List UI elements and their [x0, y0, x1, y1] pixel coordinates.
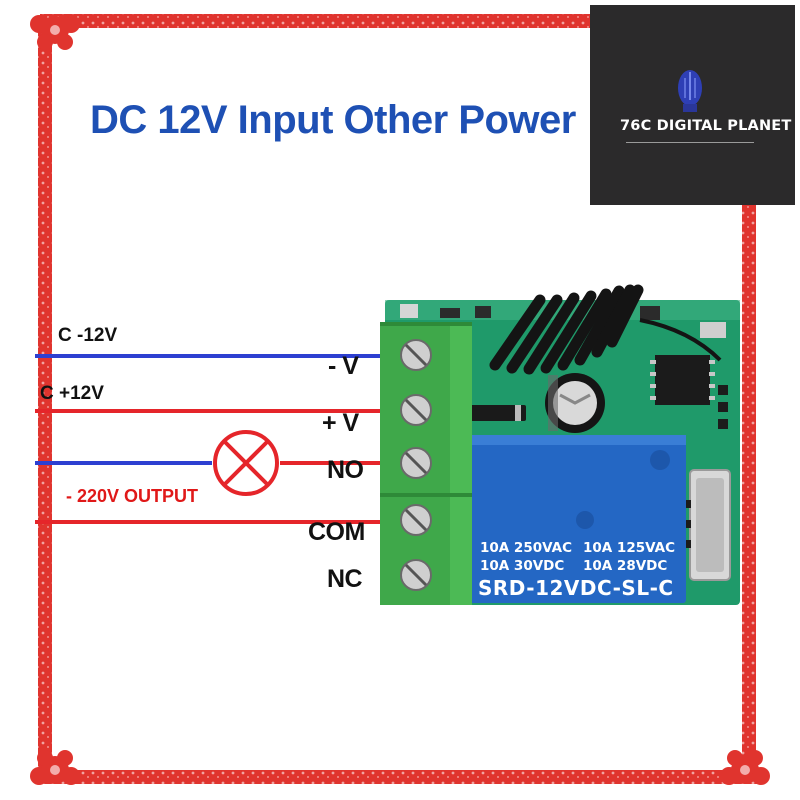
relay-rating-2b: 10A 28VDC: [583, 558, 668, 574]
output-wire-label: - 220V OUTPUT: [66, 486, 199, 506]
terminal-label-nc: NC: [327, 565, 363, 593]
terminal-label-negative: - V: [328, 352, 359, 380]
terminal-label-positive: + V: [322, 409, 359, 437]
lamp-icon: [213, 430, 279, 496]
relay-rating-1a: 10A 250VAC: [480, 540, 573, 556]
capacitor: [545, 373, 605, 433]
negative-wire-label: C -12V: [58, 325, 118, 346]
brand-underline: [626, 142, 754, 143]
relay-rating-1b: 10A 125VAC: [583, 540, 676, 556]
relay-model: SRD-12VDC-SL-C: [478, 576, 674, 600]
ic-chip: [655, 355, 710, 405]
brand-name: 76C DIGITAL PLANET: [620, 118, 792, 134]
relay-rating-2a: 10A 30VDC: [480, 558, 565, 574]
diagram-title: DC 12V Input Other Power: [90, 98, 576, 142]
positive-wire-label: C +12V: [40, 383, 104, 404]
antenna-coil: [489, 284, 644, 375]
terminal-label-no: NO: [327, 456, 364, 484]
terminal-label-com: COM: [308, 518, 365, 546]
